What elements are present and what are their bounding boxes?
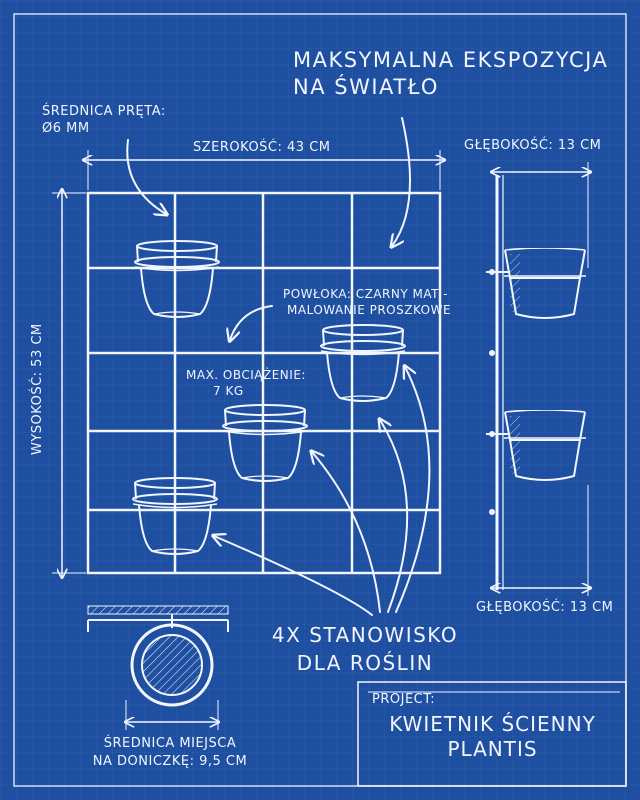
- max-load-label-1: MAX. OBCIĄŻENIE:: [186, 368, 306, 382]
- max-load-label-2: 7 KG: [213, 384, 244, 398]
- title-block-frame: [357, 681, 627, 787]
- side-view: [486, 175, 510, 590]
- depth-top-label: GŁĘBOKOŚĆ: 13 CM: [464, 138, 602, 153]
- depth-dimension-bottom: [492, 485, 590, 596]
- coating-label-2: MALOWANIE PROSZKOWE: [287, 303, 452, 317]
- stations-label-1: 4x STANOWISKO: [271, 623, 459, 647]
- headline-line1: MAKSYMALNA EKSPOZYCJA NA ŚWIATŁO: [293, 47, 623, 101]
- headline-text: MAKSYMALNA EKSPOZYCJA NA ŚWIATŁO: [293, 48, 609, 99]
- pot-diameter-label-2: NA DONICZKĘ: 9,5 CM: [92, 754, 248, 769]
- width-dimension-line: [84, 150, 444, 190]
- width-label: SZEROKOŚĆ: 43 CM: [193, 140, 331, 155]
- stations-label-2: DLA ROŚLIN: [296, 651, 434, 675]
- depth-dimension-top: [492, 162, 590, 268]
- rod-diameter-label-2: Ø6 MM: [42, 121, 90, 136]
- depth-bottom-label: GŁĘBOKOŚĆ: 13 CM: [476, 600, 614, 615]
- project-title-line2: PLANTIS: [447, 737, 538, 761]
- coating-label-1: POWŁOKA: CZARNY MAT -: [283, 287, 449, 301]
- pot-ring-section-view: [87, 605, 229, 730]
- project-label: PROJECT:: [372, 692, 436, 707]
- project-title-line1: KWIETNIK ŚCIENNY: [389, 712, 596, 736]
- height-dimension-line: [52, 190, 86, 577]
- callout-arrows: [126, 117, 431, 616]
- height-label: WYSOKOŚĆ: 53 CM: [30, 323, 45, 455]
- rod-diameter-label-1: ŚREDNICA PRĘTA:: [42, 104, 166, 119]
- pot-diameter-label-1: ŚREDNICA MIEJSCA: [103, 736, 237, 751]
- outer-border: [13, 13, 627, 787]
